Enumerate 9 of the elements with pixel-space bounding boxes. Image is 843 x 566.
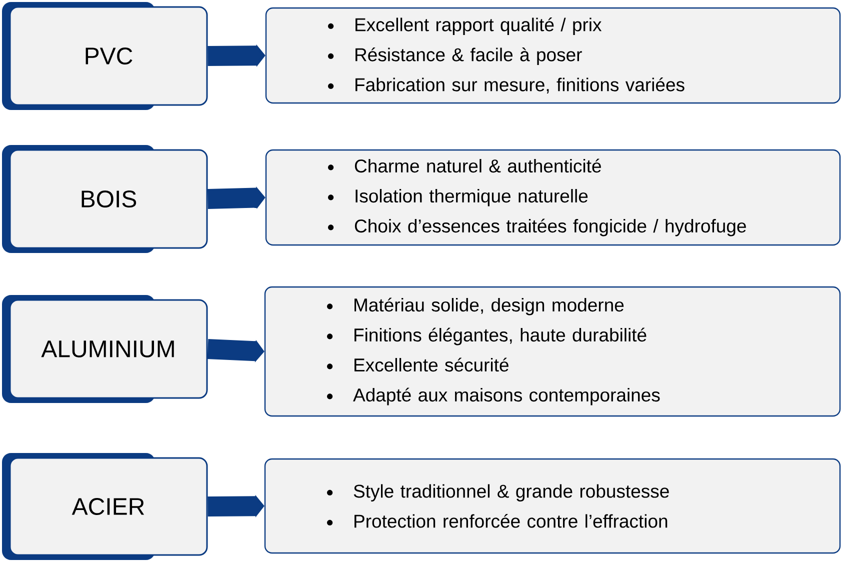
feature-list-box: Charme naturel & authenticité Isolation thermique naturelle Choix d’essences traitées fongicide / hydrofuge [265, 149, 841, 246]
arrow-tab [207, 186, 266, 209]
category-box: PVC [2, 2, 208, 110]
category-box: ALUMINIUM [2, 295, 208, 403]
feature-list-box: Excellent rapport qualité / prix Résistance & facile à poser Fabrication sur mesure, finitions variées [265, 7, 841, 104]
feature-list-box: Style traditionnel & grande robustesse Protection renforcée contre l’effraction [264, 458, 841, 554]
category-box: BOIS [2, 145, 208, 253]
feature-list-box: Matériau solide, design moderne Finitions élégantes, haute durabilité Excellente sécurité Adapté aux maisons contemporaines [264, 286, 841, 417]
category-box: ACIER [2, 453, 208, 560]
